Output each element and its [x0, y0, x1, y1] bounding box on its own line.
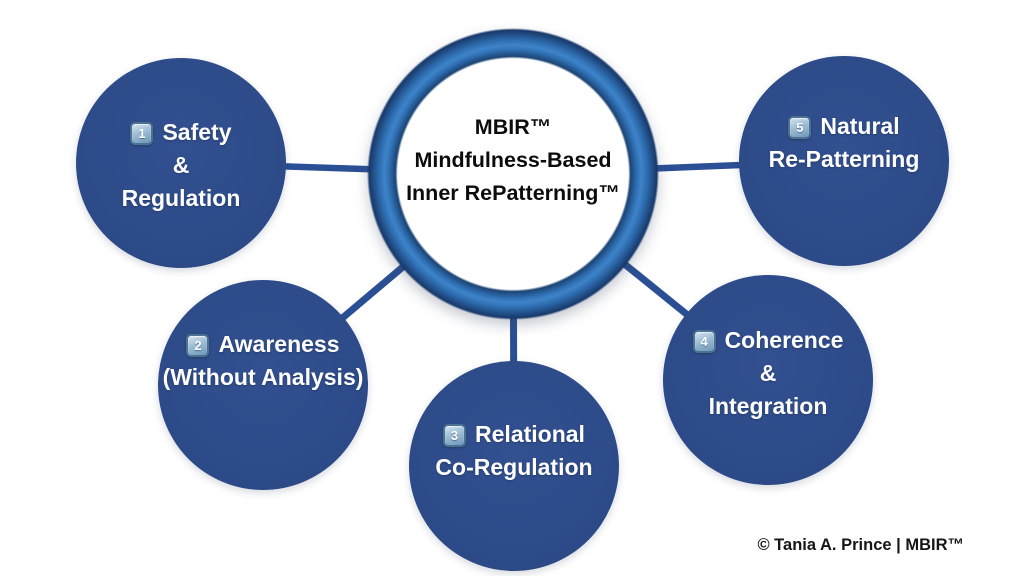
node-awareness: 2 Awareness (Without Analysis): [158, 280, 368, 490]
node-line: 4 Coherence: [692, 324, 844, 357]
center-circle: MBIR™ Mindfulness-Based Inner RePatterni…: [367, 28, 659, 320]
node-awareness-label: 2 Awareness (Without Analysis): [163, 328, 364, 394]
node-line-text: Coherence: [724, 326, 844, 353]
keycap-2-icon: 2: [186, 334, 210, 357]
center-title-line2: Mindfulness-Based: [414, 147, 612, 172]
node-line-text: (Without Analysis): [162, 364, 364, 390]
node-line-text: Re-Patterning: [768, 146, 920, 172]
node-natural-label: 5 Natural Re-Patterning: [769, 110, 920, 176]
node-line: 1 Safety: [122, 116, 241, 149]
node-line-text: Integration: [708, 392, 828, 419]
node-line-text: Co-Regulation: [435, 454, 593, 480]
node-coherence-integration: 4 Coherence & Integration: [663, 275, 873, 485]
keycap-4-icon: 4: [692, 329, 716, 353]
node-line-text: &: [172, 151, 190, 178]
node-relational-label: 3 Relational Co-Regulation: [435, 418, 592, 484]
node-coherence-label: 4 Coherence & Integration: [692, 324, 844, 423]
copyright-text: © Tania A. Prince | MBIR™: [757, 536, 964, 554]
center-title: MBIR™ Mindfulness-Based Inner RePatterni…: [406, 111, 620, 210]
node-safety-regulation: 1 Safety & Regulation: [76, 58, 286, 268]
keycap-3-icon: 3: [443, 424, 467, 447]
node-line-text: Natural: [820, 113, 900, 139]
node-relational-coregulation: 3 Relational Co-Regulation: [409, 361, 619, 571]
center-title-line1: MBIR™: [474, 114, 552, 139]
node-line: 5 Natural: [769, 110, 920, 143]
node-safety-label: 1 Safety & Regulation: [122, 116, 241, 215]
keycap-5-icon: 5: [788, 116, 812, 139]
center-title-line3: Inner RePatterning™: [406, 180, 620, 205]
keycap-1-icon: 1: [130, 121, 154, 145]
node-line-text: Regulation: [121, 184, 241, 211]
node-line-text: &: [759, 359, 777, 386]
node-line: 2 Awareness: [163, 328, 364, 361]
node-natural-repatterning: 5 Natural Re-Patterning: [739, 56, 949, 266]
node-line-text: Safety: [162, 118, 232, 145]
node-line-text: Relational: [475, 421, 585, 447]
node-line: 3 Relational: [435, 418, 592, 451]
node-line-text: Awareness: [218, 331, 340, 357]
